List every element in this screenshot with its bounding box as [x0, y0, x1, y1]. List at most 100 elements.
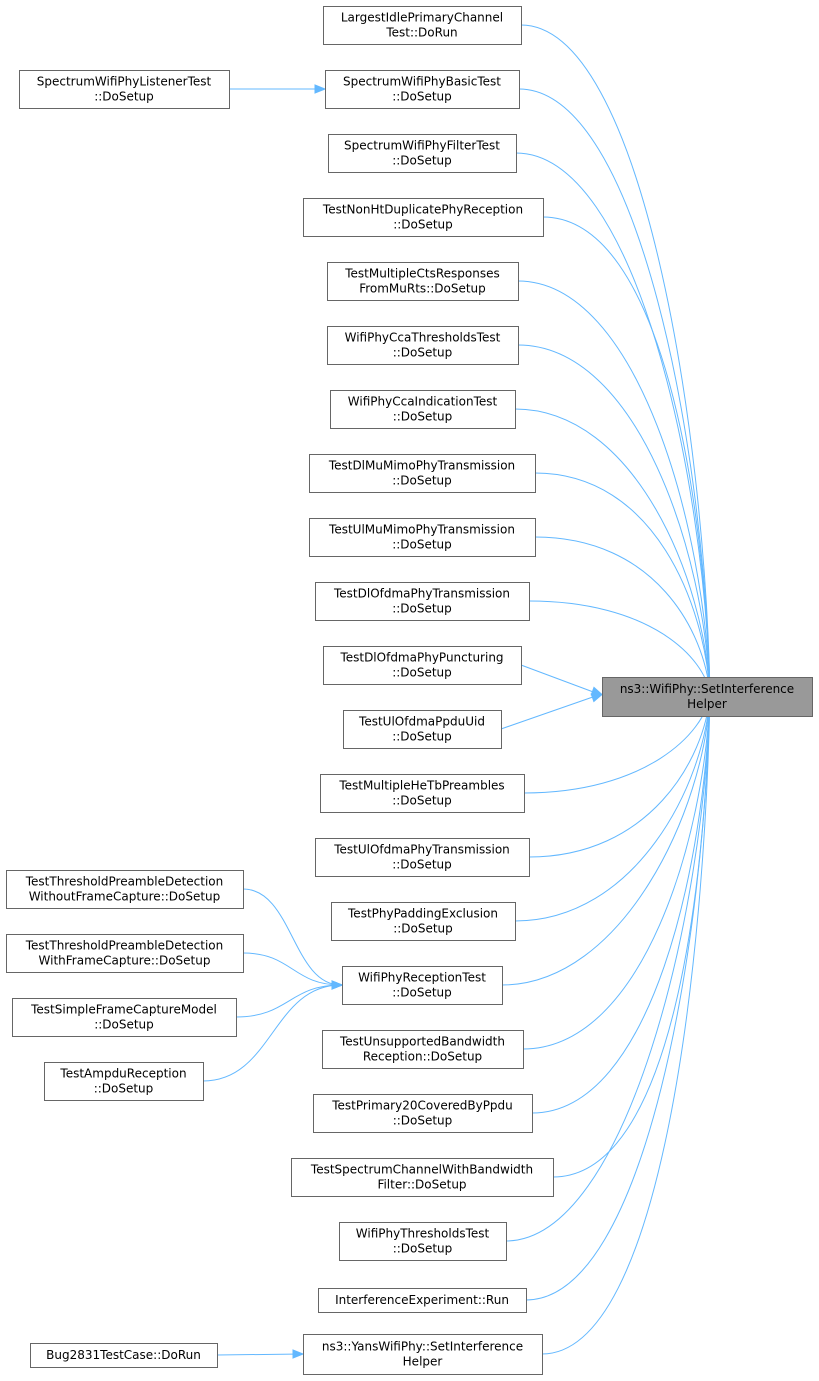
node-box: [602, 677, 813, 717]
node-n23[interactable]: TestPrimary20CoveredByPpdu::DoSetup: [313, 1094, 533, 1133]
node-box: [315, 838, 530, 877]
node-label-line: ::DoSetup: [392, 538, 452, 552]
node-label-line: TestUnsupportedBandwidth: [339, 1035, 505, 1049]
edge-n22-to-root: [522, 693, 715, 1050]
node-box: [30, 1343, 218, 1368]
edge-n8-to-root: [514, 408, 715, 696]
edge-n23-to-root: [531, 693, 715, 1114]
node-n20[interactable]: TestSimpleFrameCaptureModel::DoSetup: [12, 998, 237, 1037]
node-n26[interactable]: InterferenceExperiment::Run: [318, 1288, 527, 1313]
edge-line: [522, 694, 711, 1050]
node-n9[interactable]: TestDlMuMimoPhyTransmission::DoSetup: [309, 454, 536, 493]
node-n22[interactable]: TestUnsupportedBandwidthReception::DoSet…: [322, 1030, 524, 1069]
edge-line: [501, 694, 711, 986]
edge-n13-to-root: [500, 693, 604, 730]
edge-line: [517, 344, 711, 695]
edge-n19-to-n17: [242, 952, 344, 990]
node-n17[interactable]: WifiPhyReceptionTest::DoSetup: [342, 966, 503, 1005]
node-label-line: TestThresholdPreambleDetection: [25, 875, 224, 889]
edge-line: [531, 694, 711, 1114]
node-box: [325, 70, 520, 109]
node-label-line: Test::DoRun: [385, 26, 457, 40]
node-box: [330, 390, 516, 429]
node-label-line: TestUlOfdmaPpduUid: [358, 715, 485, 729]
edge-n1-to-root: [520, 24, 715, 696]
edge-line: [542, 216, 711, 695]
edge-line: [517, 280, 711, 695]
node-n3[interactable]: SpectrumWifiPhyListenerTest::DoSetup: [19, 70, 230, 109]
node-label-line: WifiPhyThresholdsTest: [356, 1227, 490, 1241]
node-n7[interactable]: WifiPhyCcaThresholdsTest::DoSetup: [327, 326, 519, 365]
node-box: [318, 1288, 527, 1313]
node-n13[interactable]: TestUlOfdmaPpduUid::DoSetup: [343, 710, 502, 749]
node-n21[interactable]: TestAmpduReception::DoSetup: [44, 1062, 204, 1101]
node-label-line: ::DoSetup: [392, 794, 452, 808]
edge-line: [242, 888, 342, 986]
node-label-line: TestDlOfdmaPhyTransmission: [333, 587, 510, 601]
node-n2[interactable]: SpectrumWifiPhyBasicTest::DoSetup: [325, 70, 520, 109]
node-box: [343, 710, 502, 749]
node-n11[interactable]: TestDlOfdmaPhyTransmission::DoSetup: [315, 582, 530, 621]
node-box: [291, 1158, 554, 1197]
node-box: [313, 1094, 533, 1133]
edge-n28-to-n27: [216, 1349, 305, 1359]
node-n18[interactable]: TestThresholdPreambleDetectionWithoutFra…: [6, 870, 244, 909]
node-label-line: TestNonHtDuplicatePhyReception: [322, 203, 523, 217]
node-n5[interactable]: TestNonHtDuplicatePhyReception::DoSetup: [303, 198, 544, 237]
edge-n17-to-root: [501, 693, 715, 986]
edge-line: [242, 952, 342, 986]
arrowhead-icon: [314, 84, 327, 94]
edge-line: [534, 536, 711, 695]
node-n6[interactable]: TestMultipleCtsResponsesFromMuRts::DoSet…: [327, 262, 519, 301]
edge-n2-to-root: [518, 88, 715, 696]
edge-line: [500, 694, 601, 730]
node-label-line: ns3::YansWifiPhy::SetInterference: [322, 1340, 523, 1354]
node-n12[interactable]: TestDlOfdmaPhyPuncturing::DoSetup: [323, 646, 522, 685]
edge-line: [520, 24, 711, 695]
edge-n15-to-root: [528, 693, 714, 858]
node-label-line: TestAmpduReception: [59, 1067, 186, 1081]
node-label-line: ::DoSetup: [392, 602, 452, 616]
node-label-line: ns3::WifiPhy::SetInterference: [620, 682, 794, 696]
node-label-line: TestMultipleHeTbPreambles: [338, 779, 504, 793]
node-label-line: ::DoSetup: [94, 1082, 154, 1096]
node-box: [303, 198, 544, 237]
node-n4[interactable]: SpectrumWifiPhyFilterTest::DoSetup: [328, 134, 517, 173]
edge-line: [514, 408, 711, 695]
edge-n9-to-root: [534, 472, 715, 696]
node-n24[interactable]: TestSpectrumChannelWithBandwidthFilter::…: [291, 1158, 554, 1197]
node-label-line: WifiPhyCcaThresholdsTest: [345, 331, 501, 345]
edge-line: [235, 984, 342, 1018]
node-box: [323, 6, 522, 45]
node-label-line: ::DoSetup: [393, 218, 453, 232]
node-n14[interactable]: TestMultipleHeTbPreambles::DoSetup: [320, 774, 525, 813]
node-label-line: TestUlMuMimoPhyTransmission: [328, 523, 515, 537]
node-label-line: ::DoSetup: [393, 922, 453, 936]
node-label-line: ::DoSetup: [94, 90, 154, 104]
edge-n24-to-root: [552, 693, 715, 1178]
node-n19[interactable]: TestThresholdPreambleDetectionWithFrameC…: [6, 934, 244, 973]
arrowhead-icon: [331, 980, 344, 990]
node-label-line: WifiPhyReceptionTest: [358, 971, 486, 985]
node-n16[interactable]: TestPhyPaddingExclusion::DoSetup: [331, 902, 516, 941]
node-label-line: ::DoSetup: [94, 1018, 154, 1032]
edge-n21-to-n17: [202, 980, 344, 1082]
node-n28[interactable]: Bug2831TestCase::DoRun: [30, 1343, 218, 1368]
node-label-line: ::DoSetup: [393, 346, 453, 360]
node-box: [19, 70, 230, 109]
edge-line: [505, 694, 711, 1242]
node-n8[interactable]: WifiPhyCcaIndicationTest::DoSetup: [330, 390, 516, 429]
edge-line: [514, 694, 711, 922]
node-box: [44, 1062, 204, 1101]
node-label-line: TestUlOfdmaPhyTransmission: [333, 843, 510, 857]
edge-line: [541, 694, 711, 1355]
node-n25[interactable]: WifiPhyThresholdsTest::DoSetup: [339, 1222, 507, 1261]
node-n15[interactable]: TestUlOfdmaPhyTransmission::DoSetup: [315, 838, 530, 877]
edge-n26-to-root: [525, 693, 715, 1301]
edge-n18-to-n17: [242, 888, 344, 990]
node-n10[interactable]: TestUlMuMimoPhyTransmission::DoSetup: [309, 518, 536, 557]
